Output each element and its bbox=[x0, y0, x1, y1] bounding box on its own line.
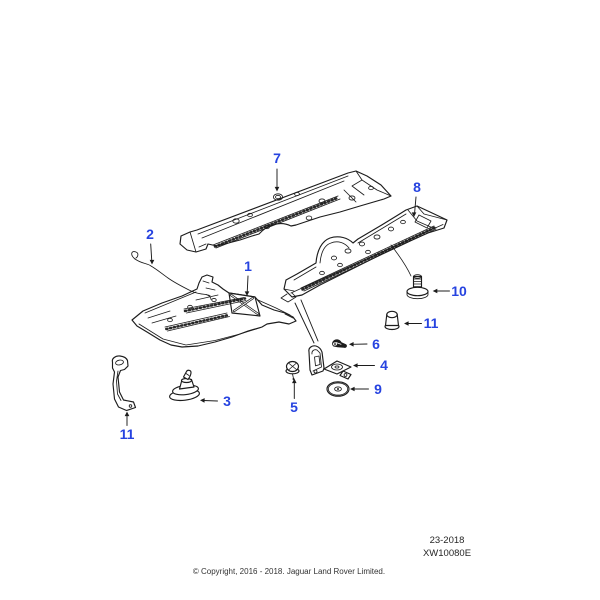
cap-nut-11-drawing bbox=[384, 310, 400, 331]
panel-7-drawing bbox=[179, 170, 392, 253]
bolt-10-drawing bbox=[406, 274, 429, 300]
callout-4[interactable]: 4 bbox=[380, 357, 388, 373]
callout-10[interactable]: 10 bbox=[451, 283, 467, 299]
callout-5[interactable]: 5 bbox=[290, 399, 298, 415]
callout-7[interactable]: 7 bbox=[273, 150, 281, 166]
callout-2[interactable]: 2 bbox=[146, 226, 154, 242]
ref-drawing-code: XW10080E bbox=[422, 548, 472, 559]
callout-11-right[interactable]: 11 bbox=[423, 315, 439, 331]
callout-8[interactable]: 8 bbox=[413, 179, 421, 195]
harness-wire-2-drawing bbox=[131, 251, 212, 300]
clip-5-drawing bbox=[285, 360, 300, 380]
callout-9[interactable]: 9 bbox=[374, 381, 382, 397]
callout-3[interactable]: 3 bbox=[223, 393, 231, 409]
callout-leader-lines bbox=[124, 168, 450, 426]
callout-11-left[interactable]: 11 bbox=[119, 426, 135, 442]
copyright-notice: © Copyright, 2016 - 2018. Jaguar Land Ro… bbox=[192, 567, 386, 576]
panel-8-drawing bbox=[280, 205, 448, 303]
bracket-11-drawing bbox=[111, 355, 137, 412]
diagram-reference-block: 23-2018 XW10080E bbox=[395, 534, 499, 560]
washer-9-drawing bbox=[326, 381, 350, 397]
callout-1[interactable]: 1 bbox=[244, 258, 252, 274]
callout-6[interactable]: 6 bbox=[372, 336, 380, 352]
rivet-3-drawing bbox=[169, 369, 200, 402]
clip-6-drawing bbox=[332, 339, 347, 348]
ref-sheet-number: 23-2018 bbox=[429, 535, 465, 546]
undertray-1-drawing bbox=[131, 274, 297, 348]
bracket-4-drawing bbox=[294, 299, 352, 380]
